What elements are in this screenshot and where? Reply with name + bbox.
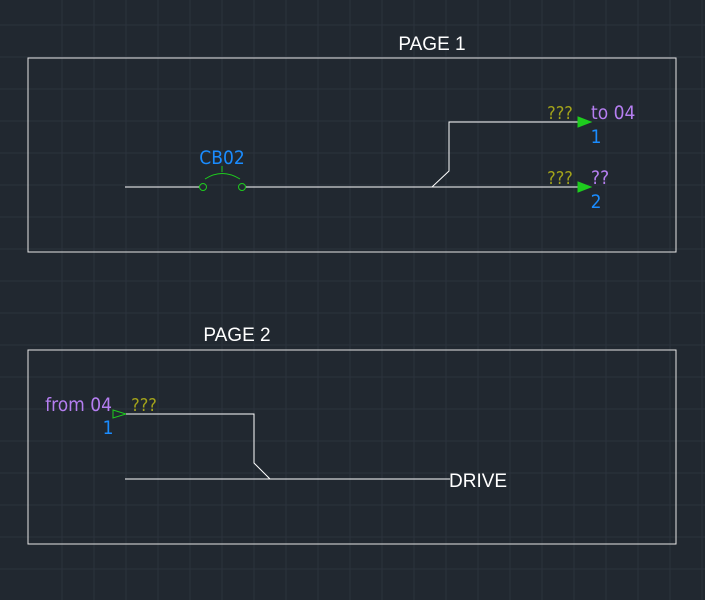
off-page-reference[interactable]: to 04 bbox=[591, 102, 635, 124]
reference-number: 1 bbox=[103, 417, 114, 439]
wire-branch[interactable] bbox=[431, 121, 578, 188]
wire-branch[interactable] bbox=[126, 413, 271, 480]
reference-number: 2 bbox=[591, 191, 602, 213]
off-page-arrow-icon[interactable] bbox=[577, 181, 593, 193]
reference-number: 1 bbox=[591, 126, 602, 148]
breaker-label: CB02 bbox=[199, 147, 244, 169]
wire-label: ??? bbox=[131, 395, 157, 416]
off-page-reference[interactable]: from 04 bbox=[45, 394, 112, 416]
page2-frame[interactable] bbox=[27, 349, 677, 545]
wire-label: ??? bbox=[547, 103, 573, 124]
circuit-breaker-cb02[interactable] bbox=[199, 166, 246, 191]
page2-title: PAGE 2 bbox=[203, 325, 270, 346]
page1-title: PAGE 1 bbox=[398, 34, 465, 55]
off-page-arrow-icon[interactable] bbox=[577, 116, 593, 128]
destination-label: DRIVE bbox=[449, 471, 507, 492]
off-page-arrow-icon[interactable] bbox=[112, 409, 128, 419]
off-page-reference[interactable]: ?? bbox=[591, 167, 609, 189]
wire-label: ??? bbox=[547, 168, 573, 189]
page1-frame[interactable] bbox=[27, 57, 677, 253]
